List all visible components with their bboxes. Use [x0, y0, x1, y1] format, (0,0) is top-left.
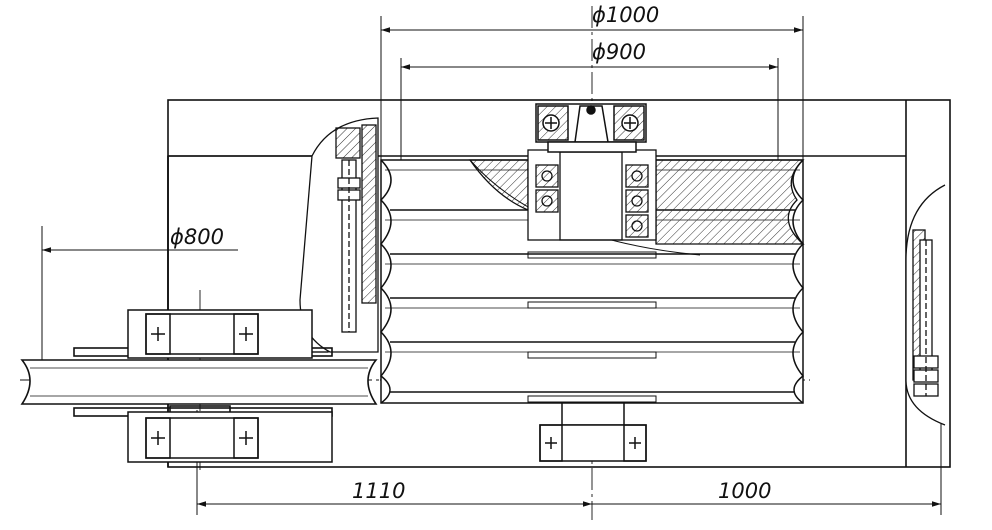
- right-tensioner: [905, 184, 946, 426]
- top-mounting-block: [535, 103, 647, 153]
- bottom-centre-bearing-block: [539, 402, 647, 462]
- pulley-section-hatch: [468, 159, 805, 256]
- left-upper-bearing-block: [127, 309, 313, 359]
- left-driven-pulley: [20, 339, 378, 419]
- right-span-label: 1000: [718, 479, 771, 503]
- left-tensioner: [299, 117, 379, 353]
- inner-diameter-label: ϕ900: [592, 40, 646, 64]
- outer-diameter-label: ϕ1000: [592, 3, 659, 27]
- dimension-inner-diameter: ϕ900: [400, 40, 779, 175]
- left-pulley-diameter-label: ϕ800: [170, 225, 224, 249]
- left-span-label: 1110: [352, 479, 405, 503]
- dimension-outer-diameter: ϕ1000: [380, 3, 804, 160]
- dimension-bottom-spans: 1110 1000: [196, 410, 942, 515]
- bearing-stack: [527, 149, 657, 241]
- left-lower-bearing-block: [127, 411, 333, 463]
- dimension-left-pulley-diameter: ϕ800: [41, 225, 238, 375]
